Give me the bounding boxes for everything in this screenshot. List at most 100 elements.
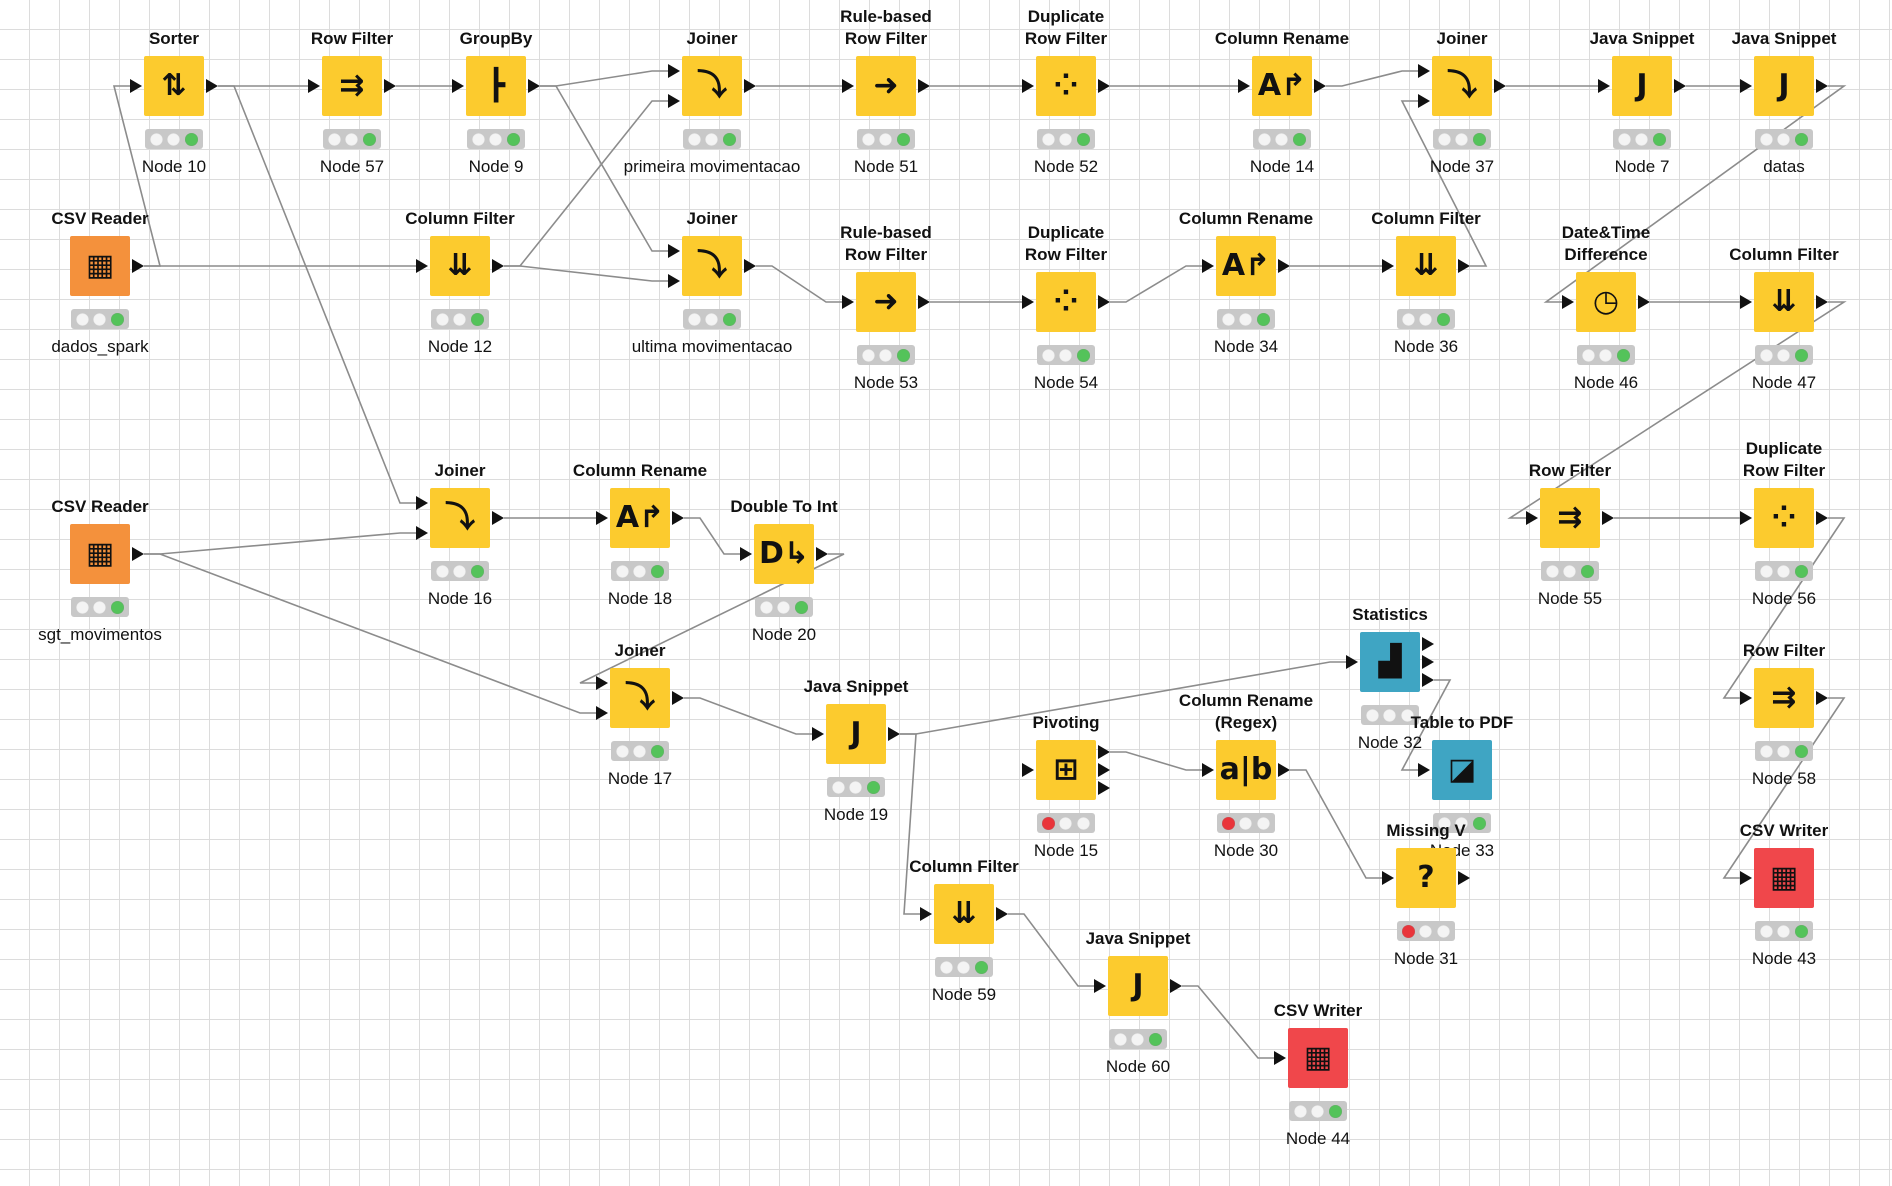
joiner-icon[interactable]: ⤵: [682, 236, 742, 296]
output-port[interactable]: [672, 691, 684, 705]
node-label[interactable]: Node 17: [607, 769, 673, 788]
input-port[interactable]: [1274, 1051, 1286, 1065]
input-port[interactable]: [1418, 64, 1430, 78]
output-port[interactable]: [1816, 79, 1828, 93]
connection-line[interactable]: [144, 532, 416, 555]
pdf-icon[interactable]: ◪: [1432, 740, 1492, 800]
input-port[interactable]: [740, 547, 752, 561]
output-port[interactable]: [672, 511, 684, 525]
input-port[interactable]: [596, 511, 608, 525]
node-label[interactable]: Node 7: [1614, 157, 1670, 176]
input-port[interactable]: [416, 259, 428, 273]
input-port[interactable]: [1740, 79, 1752, 93]
node-label[interactable]: Node 20: [751, 625, 817, 644]
node-label[interactable]: sgt_movimentos: [38, 625, 162, 644]
output-port[interactable]: [1816, 691, 1828, 705]
input-port[interactable]: [308, 79, 320, 93]
node-label[interactable]: Node 43: [1751, 949, 1817, 968]
output-port[interactable]: [1816, 511, 1828, 525]
column-filter-icon[interactable]: ⇊: [430, 236, 490, 296]
connection-line[interactable]: [684, 517, 740, 555]
output-port[interactable]: [132, 547, 144, 561]
joiner-icon[interactable]: ⤵: [430, 488, 490, 548]
input-port[interactable]: [1740, 871, 1752, 885]
output-port[interactable]: [384, 79, 396, 93]
node-label[interactable]: Node 36: [1393, 337, 1459, 356]
csv-writer-icon[interactable]: ▦: [1288, 1028, 1348, 1088]
connection-line[interactable]: [218, 85, 416, 504]
column-filter-icon[interactable]: ⇊: [1396, 236, 1456, 296]
input-port[interactable]: [920, 907, 932, 921]
input-port[interactable]: [668, 274, 680, 288]
node-label[interactable]: Node 18: [607, 589, 673, 608]
node-label[interactable]: primeira movimentacao: [623, 157, 801, 176]
double-to-int-icon[interactable]: D↳: [754, 524, 814, 584]
node-label[interactable]: Node 31: [1393, 949, 1459, 968]
node-label[interactable]: datas: [1763, 157, 1805, 176]
input-port[interactable]: [416, 496, 428, 510]
input-port[interactable]: [1238, 79, 1250, 93]
connection-line[interactable]: [540, 70, 668, 87]
output-port[interactable]: [1816, 295, 1828, 309]
output-port[interactable]: [1098, 781, 1110, 795]
output-port[interactable]: [1422, 637, 1434, 651]
output-port[interactable]: [206, 79, 218, 93]
output-port[interactable]: [1494, 79, 1506, 93]
column-rename-icon[interactable]: A↱: [1252, 56, 1312, 116]
node-label[interactable]: Node 19: [823, 805, 889, 824]
input-port[interactable]: [668, 64, 680, 78]
node-label[interactable]: Node 59: [931, 985, 997, 1004]
connection-line[interactable]: [504, 265, 668, 282]
input-port[interactable]: [1022, 295, 1034, 309]
node-label[interactable]: Node 37: [1429, 157, 1495, 176]
input-port[interactable]: [1202, 259, 1214, 273]
output-port[interactable]: [888, 727, 900, 741]
node-label[interactable]: Node 47: [1751, 373, 1817, 392]
connection-line[interactable]: [504, 100, 668, 267]
duplicate-filter-icon[interactable]: ⁘: [1754, 488, 1814, 548]
node-label[interactable]: dados_spark: [51, 337, 149, 356]
connection-line[interactable]: [1110, 265, 1202, 303]
output-port[interactable]: [1674, 79, 1686, 93]
output-port[interactable]: [1422, 655, 1434, 669]
output-port[interactable]: [1098, 295, 1110, 309]
input-port[interactable]: [1526, 511, 1538, 525]
node-label[interactable]: Node 46: [1573, 373, 1639, 392]
input-port[interactable]: [1022, 763, 1034, 777]
node-label[interactable]: Node 33: [1429, 841, 1495, 860]
output-port[interactable]: [1098, 745, 1110, 759]
java-snippet-icon[interactable]: J: [1612, 56, 1672, 116]
groupby-icon[interactable]: ┣: [466, 56, 526, 116]
connection-line[interactable]: [756, 265, 842, 303]
connection-line[interactable]: [1182, 985, 1274, 1059]
row-filter-icon[interactable]: ⇉: [322, 56, 382, 116]
node-label[interactable]: Node 54: [1033, 373, 1099, 392]
node-label[interactable]: Node 58: [1751, 769, 1817, 788]
node-label[interactable]: Node 44: [1285, 1129, 1351, 1148]
java-snippet-icon[interactable]: J: [1754, 56, 1814, 116]
clock-icon[interactable]: ◷: [1576, 272, 1636, 332]
input-port[interactable]: [1382, 259, 1394, 273]
input-port[interactable]: [1418, 763, 1430, 777]
connection-line[interactable]: [1507, 301, 1847, 519]
joiner-icon[interactable]: ⤵: [682, 56, 742, 116]
output-port[interactable]: [1170, 979, 1182, 993]
output-port[interactable]: [816, 547, 828, 561]
csv-reader-icon[interactable]: ▦: [70, 524, 130, 584]
input-port[interactable]: [1094, 979, 1106, 993]
input-port[interactable]: [1740, 511, 1752, 525]
column-rename-icon[interactable]: A↱: [610, 488, 670, 548]
output-port[interactable]: [528, 79, 540, 93]
connection-line[interactable]: [1008, 913, 1094, 987]
node-label[interactable]: ultima movimentacao: [631, 337, 793, 356]
row-filter-icon[interactable]: ⇉: [1754, 668, 1814, 728]
input-port[interactable]: [596, 706, 608, 720]
node-label[interactable]: Node 34: [1213, 337, 1279, 356]
node-label[interactable]: Node 30: [1213, 841, 1279, 860]
input-port[interactable]: [1598, 79, 1610, 93]
joiner-icon[interactable]: ⤵: [610, 668, 670, 728]
connection-line[interactable]: [1543, 85, 1847, 303]
output-port[interactable]: [1278, 763, 1290, 777]
java-snippet-icon[interactable]: J: [826, 704, 886, 764]
